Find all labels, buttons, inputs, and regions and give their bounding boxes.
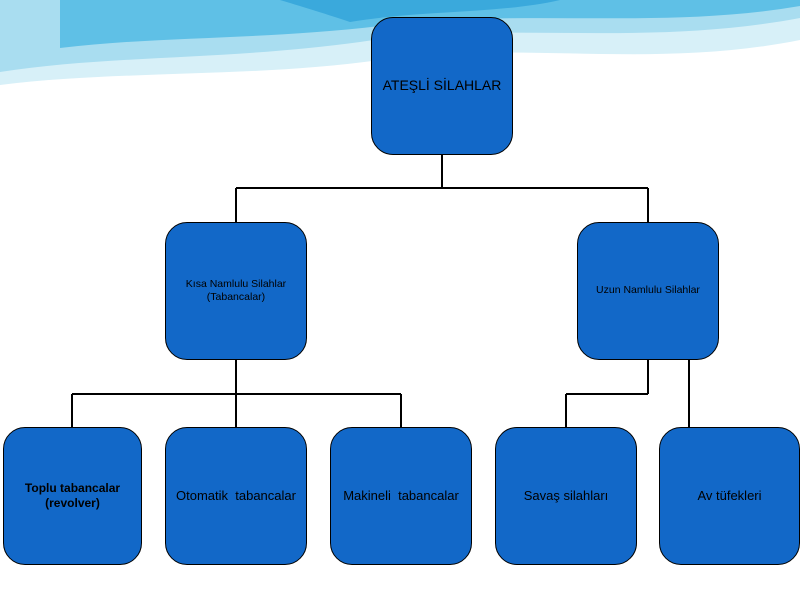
node-label: Otomatik tabancalar — [176, 487, 296, 503]
node-label: Makineli tabancalar — [343, 487, 459, 503]
node-sublabel: (Tabancalar) — [206, 291, 266, 303]
node-sublabel: (revolver) — [45, 496, 100, 510]
node-label: Savaş silahları — [523, 487, 609, 503]
node-label: Toplu tabancalar — [24, 481, 121, 495]
node-uzun-namlulu-silahlar[interactable]: Uzun Namlulu Silahlar — [577, 222, 719, 360]
node-label: Uzun Namlulu Silahlar — [596, 284, 700, 297]
node-makineli-tabancalar[interactable]: Makineli tabancalar — [330, 427, 472, 565]
node-toplu-tabancalar[interactable]: Toplu tabancalar (revolver) — [3, 427, 142, 565]
node-otomatik-tabancalar[interactable]: Otomatik tabancalar — [165, 427, 307, 565]
node-av-tufekleri[interactable]: Av tüfekleri — [659, 427, 800, 565]
node-savas-silahlari[interactable]: Savaş silahları — [495, 427, 637, 565]
node-label: Av tüfekleri — [697, 487, 762, 503]
node-label: Kısa Namlulu Silahlar — [185, 277, 287, 290]
node-kisa-namlulu-silahlar[interactable]: Kısa Namlulu Silahlar (Tabancalar) — [165, 222, 307, 360]
node-atesli-silahlar[interactable]: ATEŞLİ SİLAHLAR — [371, 17, 513, 155]
node-label: ATEŞLİ SİLAHLAR — [382, 77, 502, 94]
